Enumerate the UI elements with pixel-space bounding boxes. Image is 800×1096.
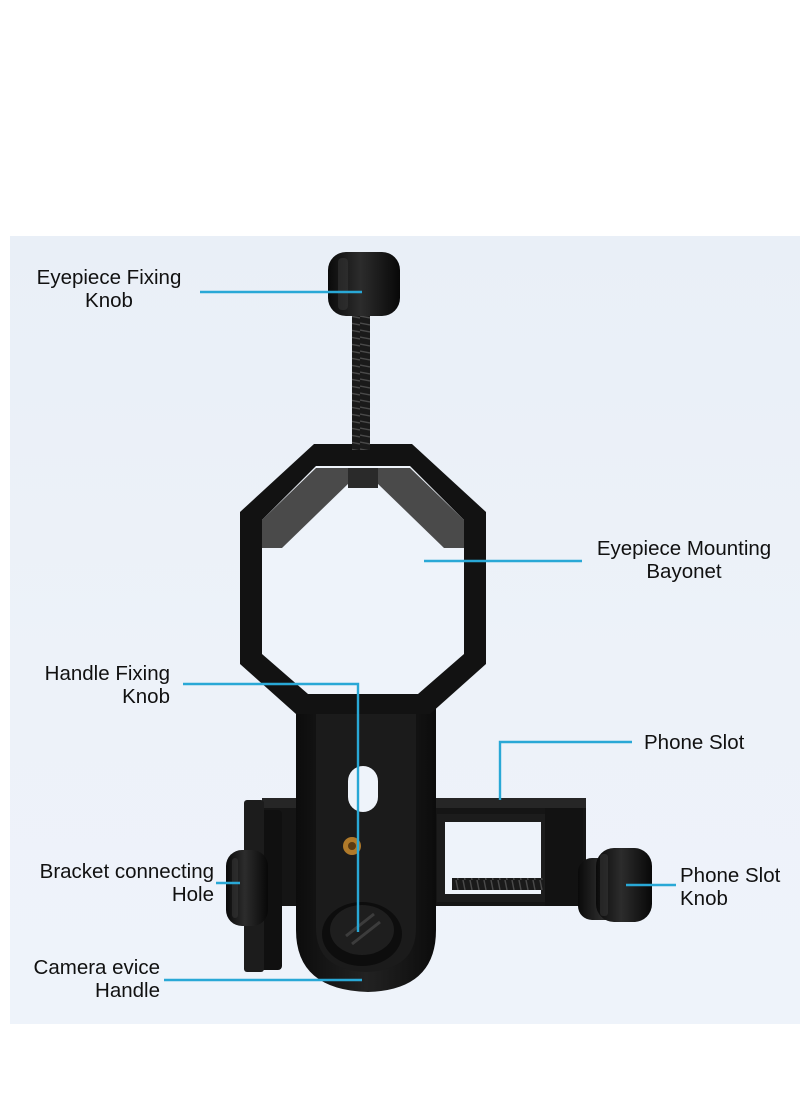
eyepiece-mounting-bayonet xyxy=(240,444,486,714)
leader-phone-slot xyxy=(498,740,632,800)
label-line: Knob xyxy=(122,685,170,708)
bracket-connecting-hole-knob-icon xyxy=(226,850,268,926)
label-line: Phone Slot xyxy=(680,864,781,887)
label-line: Eyepiece Mounting xyxy=(596,537,772,560)
label-line: Hole xyxy=(171,883,214,906)
label-line: Knob xyxy=(680,887,728,910)
label-eyepiece-mounting-bayonet: Eyepiece Mounting Bayonet xyxy=(582,537,786,583)
leader-handle-fixing-knob xyxy=(183,682,360,932)
label-phone-slot: Phone Slot xyxy=(644,731,794,754)
phone-slot-screw xyxy=(452,878,544,890)
label-phone-slot-knob: Phone Slot Knob xyxy=(680,864,798,910)
label-line: Bayonet xyxy=(646,560,722,583)
label-bracket-connecting-hole: Bracket connecting Hole xyxy=(2,860,214,906)
label-line: Handle xyxy=(95,979,160,1002)
label-line: Knob xyxy=(85,289,133,312)
label-line: Handle Fixing xyxy=(44,662,170,685)
label-line: Phone Slot xyxy=(644,731,745,754)
label-line: Eyepiece Fixing xyxy=(36,266,182,289)
label-line: Bracket connecting xyxy=(39,860,214,883)
handle-fixing-knob-icon xyxy=(322,902,402,966)
label-eyepiece-fixing-knob: Eyepiece Fixing Knob xyxy=(24,266,194,312)
eyepiece-fixing-knob-icon xyxy=(328,252,400,316)
label-handle-fixing-knob: Handle Fixing Knob xyxy=(14,662,170,708)
label-camera-device-handle: Camera evice Handle xyxy=(2,956,160,1002)
leader-lines xyxy=(164,290,676,982)
label-line: Camera evice xyxy=(33,956,160,979)
phone-slot-knob-icon xyxy=(578,848,652,922)
eyepiece-lead-screw xyxy=(352,310,370,450)
